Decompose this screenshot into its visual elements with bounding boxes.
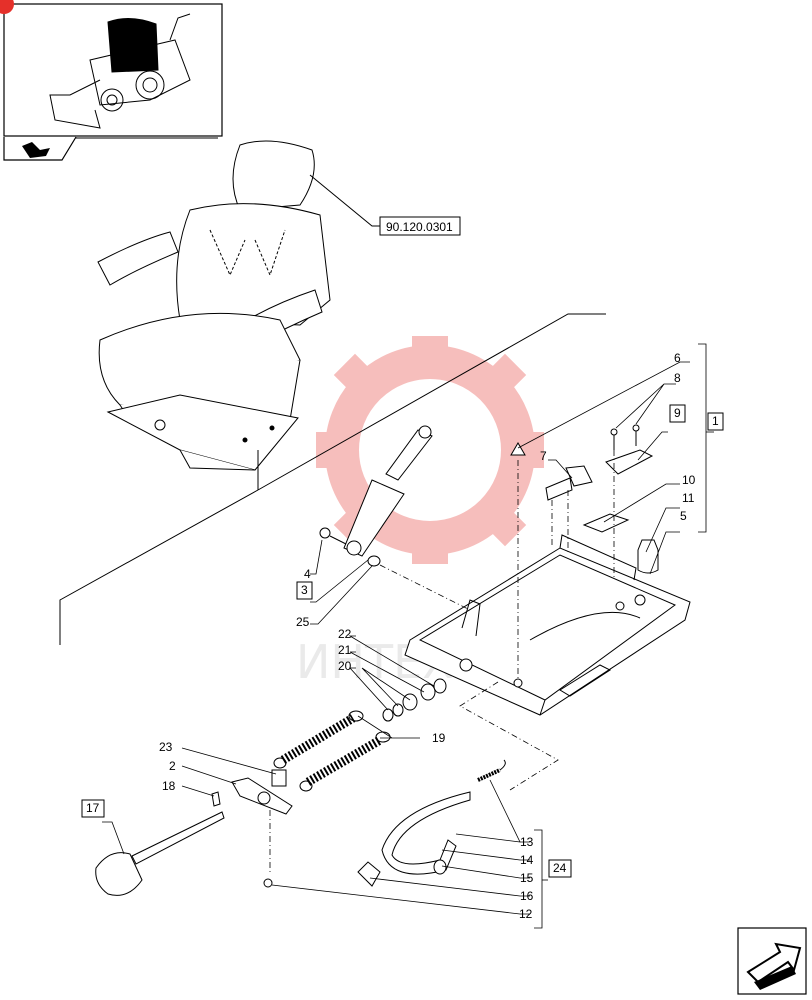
callout-5: 5 [680, 509, 687, 523]
corner-marker-icon [0, 0, 14, 14]
callout-label: 14 [520, 853, 534, 867]
callout-3[interactable]: 3 [296, 581, 313, 600]
part-8 [610, 424, 640, 450]
part-15 [433, 859, 447, 875]
callout-21: 21 [338, 643, 352, 657]
callout-label: 12 [519, 907, 533, 921]
callout-label: 15 [520, 871, 534, 885]
callout-17[interactable]: 17 [81, 799, 105, 818]
callout-18: 18 [162, 779, 176, 793]
callout-label: 9 [674, 406, 681, 420]
callout-box [81, 799, 105, 818]
callout-19: 19 [432, 731, 446, 745]
callout-20: 20 [338, 659, 352, 673]
gas-spring [343, 425, 433, 557]
callout-box [296, 581, 313, 600]
springs-19 [273, 710, 391, 792]
thumbnail-panel [0, 0, 223, 161]
callout-13: 13 [520, 835, 534, 849]
callout-10: 10 [682, 473, 696, 487]
ref-box[interactable]: 90.120.0301 [379, 216, 461, 236]
next-page-arrow-icon [746, 942, 802, 990]
handle-17 [95, 811, 225, 896]
callout-leaders [102, 343, 714, 929]
part-2 [231, 777, 293, 815]
bolt-4 [319, 527, 347, 545]
book-arrow-icon[interactable] [22, 142, 50, 158]
callout-label: 2 [169, 759, 176, 773]
callout-6: 6 [674, 351, 681, 365]
callout-label: 11 [682, 491, 695, 505]
callout-label: 5 [680, 509, 687, 523]
callout-9[interactable]: 9 [669, 404, 686, 423]
callout-box [669, 404, 686, 423]
leader-lines [59, 174, 606, 645]
seat-illustration [97, 140, 331, 471]
callout-label: 3 [301, 583, 308, 597]
callout-7: 7 [540, 449, 547, 463]
callout-8: 8 [674, 371, 681, 385]
callout-4: 4 [304, 567, 311, 581]
screw-12 [263, 878, 273, 888]
callout-label: 17 [86, 801, 100, 815]
reference-code: 90.120.0301 [386, 220, 453, 234]
callout-1[interactable]: 1 [707, 412, 724, 431]
part-11 [637, 539, 659, 574]
callout-11: 11 [682, 491, 695, 505]
cable-24 [381, 759, 506, 875]
callout-12: 12 [519, 907, 533, 921]
part-18 [211, 791, 221, 807]
part-7 [545, 465, 593, 501]
callout-label: 22 [338, 627, 352, 641]
callout-box [707, 412, 724, 431]
bush-25 [367, 555, 381, 567]
callout-22: 22 [338, 627, 352, 641]
callout-25: 25 [296, 615, 310, 629]
callout-label: 8 [674, 371, 681, 385]
assembly-lines [269, 450, 615, 875]
callout-label: 20 [338, 659, 352, 673]
gear-logo-icon [316, 336, 544, 564]
callouts: 1234567891011121314151617181920212223242… [81, 351, 724, 921]
part-16 [357, 861, 381, 887]
callout-2: 2 [169, 759, 176, 773]
callout-15: 15 [520, 871, 534, 885]
callout-box [548, 859, 572, 878]
callout-24[interactable]: 24 [548, 859, 572, 878]
callout-label: 13 [520, 835, 534, 849]
callout-label: 16 [520, 889, 534, 903]
part-6 [510, 442, 526, 456]
callout-label: 24 [553, 861, 567, 875]
seat-base-frame [404, 534, 691, 716]
callout-16: 16 [520, 889, 534, 903]
callout-23: 23 [159, 740, 173, 754]
part-10 [582, 513, 630, 533]
callout-label: 19 [432, 731, 446, 745]
part-23 [271, 769, 287, 787]
callout-14: 14 [520, 853, 534, 867]
next-page-button[interactable] [737, 927, 807, 995]
callout-label: 18 [162, 779, 176, 793]
callout-label: 10 [682, 473, 696, 487]
callout-label: 25 [296, 615, 310, 629]
callout-label: 4 [304, 567, 311, 581]
callout-label: 21 [338, 643, 352, 657]
callout-label: 6 [674, 351, 681, 365]
backhoe-loader-icon [49, 13, 191, 129]
callout-label: 23 [159, 740, 173, 754]
callout-label: 1 [712, 414, 719, 428]
callout-label: 7 [540, 449, 547, 463]
part-9 [605, 449, 654, 475]
